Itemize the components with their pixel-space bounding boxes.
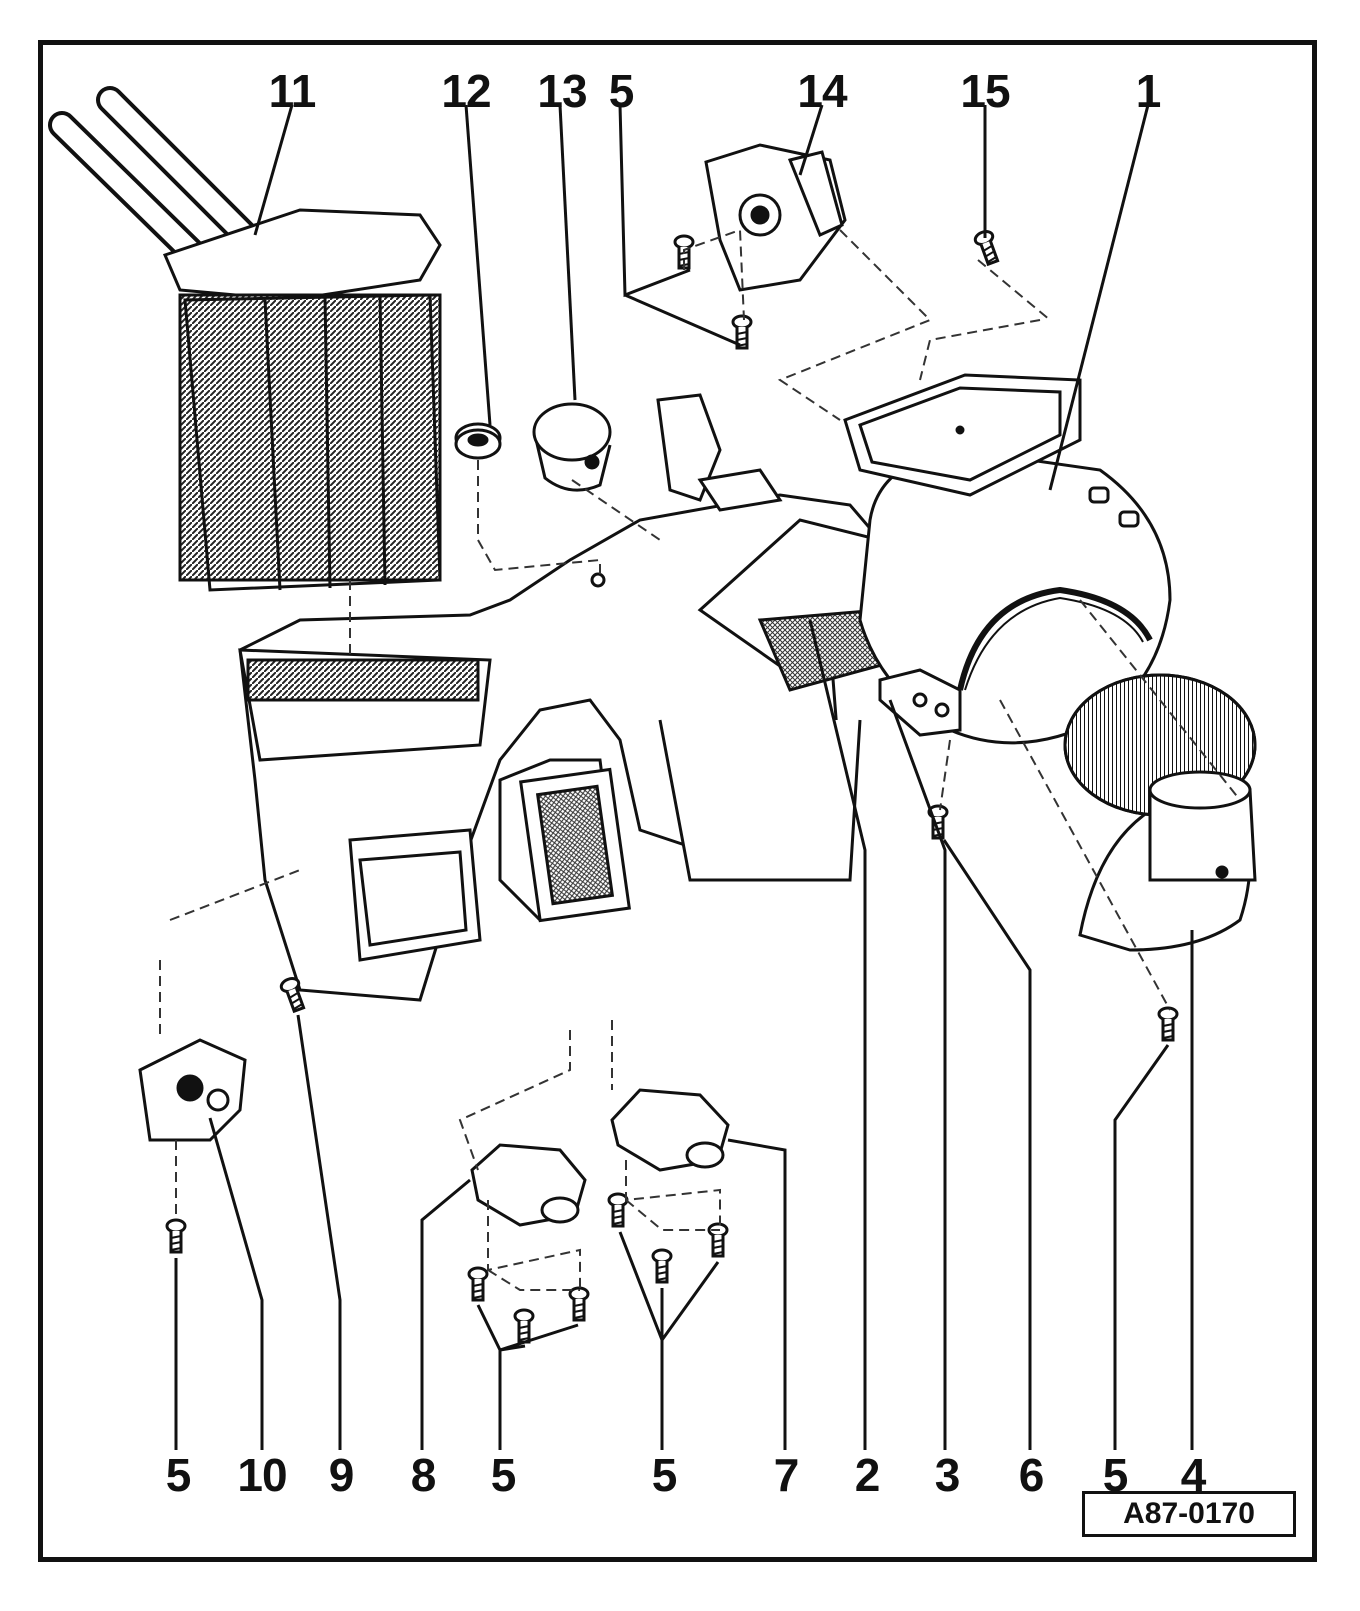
- mounting-bracket: [878, 668, 962, 737]
- callout-1: 1: [1135, 65, 1162, 117]
- screw-5-left: [165, 1218, 187, 1254]
- callout-5-top: 5: [608, 65, 635, 117]
- screw-5-a8-2: [513, 1308, 535, 1344]
- screw-15: [971, 227, 1003, 268]
- callout-13: 13: [537, 65, 587, 117]
- screw-5-a7-2: [651, 1248, 673, 1284]
- housing-actuator: [656, 393, 783, 512]
- assembly-lines: [159, 228, 1241, 1291]
- callout-10: 10: [237, 1449, 287, 1501]
- heater-housing: [238, 493, 903, 1002]
- callout-2: 2: [854, 1449, 881, 1501]
- screw-5-motor: [1157, 1006, 1179, 1042]
- callout-5-bottom-4: 5: [1102, 1449, 1129, 1501]
- callout-14: 14: [797, 65, 847, 117]
- figure-reference-number: A87-0170: [1082, 1491, 1296, 1537]
- actuator-7: [610, 1088, 730, 1172]
- leader-lines: [174, 104, 1194, 1450]
- callout-5-bottom-1: 5: [165, 1449, 192, 1501]
- actuator-14: [704, 143, 847, 292]
- blower-motor: [1063, 673, 1257, 952]
- callout-5-bottom-3: 5: [651, 1449, 678, 1501]
- callout-8: 8: [410, 1449, 437, 1501]
- callout-3: 3: [934, 1449, 961, 1501]
- callout-11: 11: [268, 65, 317, 117]
- screw-5-a8-3: [568, 1286, 590, 1322]
- callout-5-bottom-2: 5: [490, 1449, 517, 1501]
- actuator-10: [138, 1038, 247, 1142]
- callout-6: 6: [1018, 1449, 1045, 1501]
- callout-4: 4: [1180, 1449, 1207, 1501]
- actuator-8: [470, 1143, 587, 1227]
- callout-12: 12: [441, 65, 491, 117]
- callout-15: 15: [960, 65, 1010, 117]
- foam-seal: [532, 402, 612, 492]
- callout-7: 7: [773, 1449, 800, 1501]
- screw-5-a8-1: [467, 1266, 489, 1302]
- screw-5-a7-1: [607, 1192, 629, 1228]
- heater-core: [48, 86, 442, 592]
- diagram-border: [38, 40, 1317, 1562]
- screw-5-a7-3: [707, 1222, 729, 1258]
- callout-9: 9: [328, 1449, 355, 1501]
- grommet: [454, 422, 502, 460]
